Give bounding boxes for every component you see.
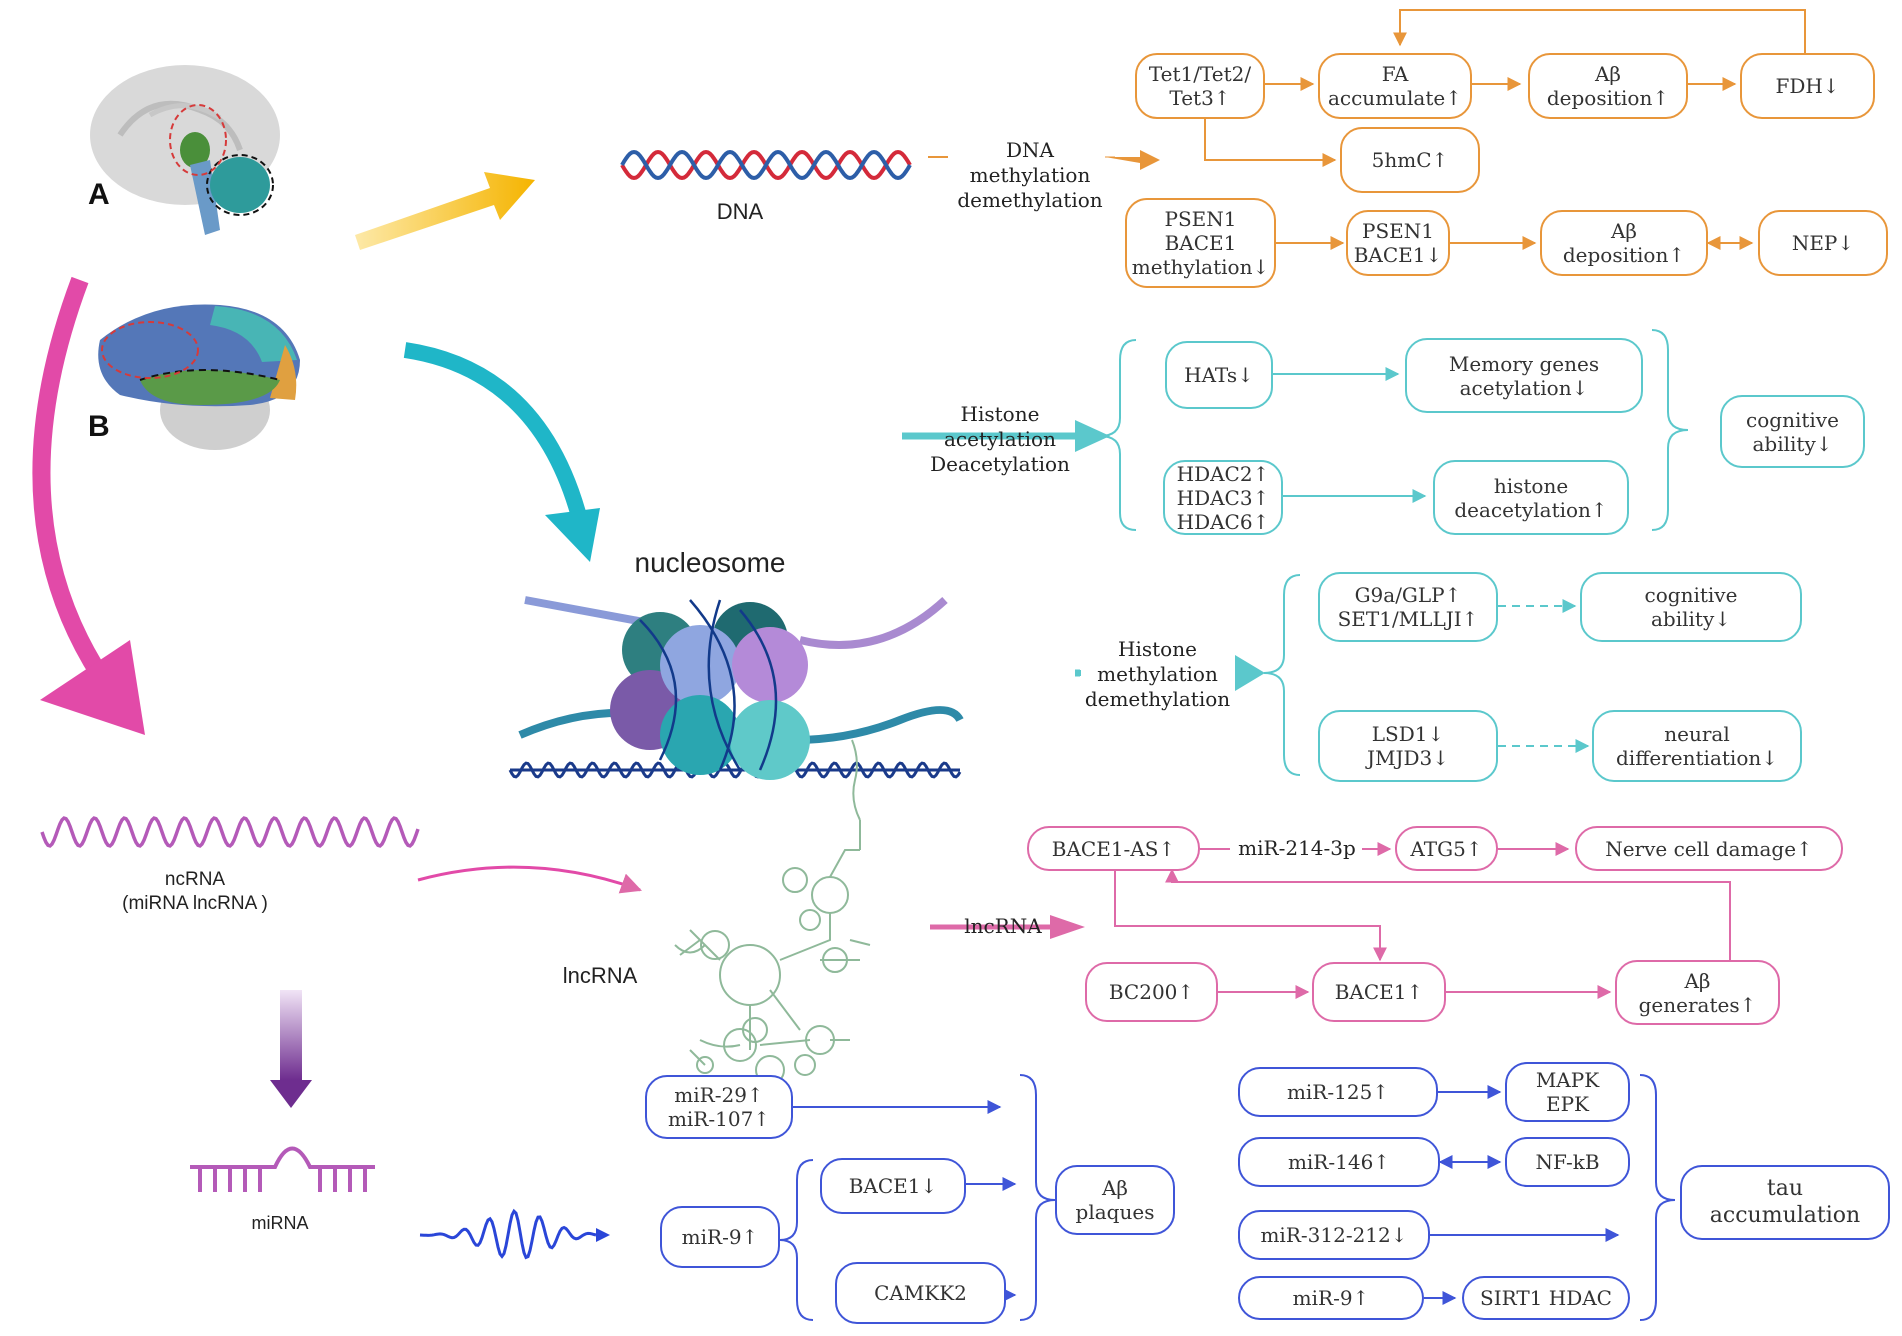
abeta-plaques-node: Aβ plaques	[1055, 1165, 1175, 1235]
hats-node: HATs↓	[1165, 341, 1273, 409]
lncrna-connectors	[930, 842, 1731, 999]
neural-differentiation-node: neural differentiation↓	[1592, 710, 1802, 782]
abeta-deposition-node-2: Aβ deposition↑	[1540, 210, 1708, 276]
camkk2-node: CAMKK2	[835, 1262, 1006, 1324]
purple-arrow-to-mirna	[270, 990, 312, 1108]
nucleosome-icon	[508, 596, 964, 780]
mir9-node-2: miR-9↑	[1238, 1276, 1424, 1320]
lncrna-structure-label: lncRNA	[562, 963, 638, 988]
brain-sagittal-icon	[90, 65, 280, 235]
histone-methylation-bullet	[1075, 670, 1081, 676]
yellow-arrow-to-dna	[355, 172, 535, 250]
abeta-generates-node: Aβ generates↑	[1615, 960, 1780, 1025]
fdh-node: FDH↓	[1740, 53, 1875, 119]
mir312-212-node: miR-312-212↓	[1238, 1210, 1430, 1260]
bace1-node: BACE1↑	[1312, 962, 1446, 1022]
dna-label: DNA	[716, 199, 764, 224]
mirna-tau-connectors	[1424, 1074, 1676, 1321]
dna-methylation-label: DNA methylation demethylation	[957, 138, 1103, 212]
g9a-glp-node: G9a/GLP↑ SET1/MLLJI↑	[1318, 572, 1498, 642]
ncrna-to-lncrna-arrow	[417, 865, 642, 894]
nerve-cell-damage-node: Nerve cell damage↑	[1575, 826, 1843, 871]
lncrna-structure-icon	[674, 739, 871, 1089]
dna-methylation-connectors	[928, 9, 1806, 250]
mir146-node: miR-146↑	[1238, 1137, 1440, 1187]
abeta-deposition-node-1: Aβ deposition↑	[1528, 53, 1688, 119]
nep-node: NEP↓	[1758, 210, 1888, 276]
atg5-node: ATG5↑	[1395, 826, 1498, 871]
ncrna-strand-icon	[40, 816, 420, 848]
mir29-mir107-node: miR-29↑ miR-107↑	[645, 1075, 793, 1139]
teal-arrow-to-nucleosome	[403, 342, 600, 562]
mirna-label: miRNA	[251, 1213, 309, 1233]
magenta-arrow-to-ncrna	[32, 276, 145, 735]
lsd1-jmjd3-node: LSD1↓ JMJD3↓	[1318, 710, 1498, 782]
bace1-as-node: BACE1-AS↑	[1027, 826, 1200, 871]
mapk-epk-node: MAPK EPK	[1505, 1062, 1630, 1122]
histone-acetylation-label: Histone acetylation Deacetylation	[930, 402, 1070, 476]
lncrna-arrowhead	[1050, 915, 1085, 939]
rna-wave-icon	[419, 1208, 610, 1260]
mir9-node-1: miR-9↑	[660, 1206, 780, 1268]
hdac-node: HDAC2↑ HDAC3↑ HDAC6↑	[1163, 460, 1283, 535]
bace1-down-node: BACE1↓	[820, 1158, 966, 1214]
memory-genes-node: Memory genes acetylation↓	[1405, 338, 1643, 413]
tet-node: Tet1/Tet2/ Tet3↑	[1135, 53, 1265, 119]
sirt1-hdac-node: SIRT1 HDAC	[1462, 1276, 1630, 1320]
5hmc-node: 5hmC↑	[1340, 127, 1480, 193]
tau-accumulation-node: tau accumulation	[1680, 1165, 1890, 1240]
cognitive-ability-node-1: cognitive ability↓	[1720, 395, 1865, 468]
fa-accumulate-node: FA accumulate↑	[1318, 53, 1472, 119]
histone-deacetylation-node: histone deacetylation↑	[1433, 460, 1629, 535]
cognitive-ability-node-2: cognitive ability↓	[1580, 572, 1802, 642]
panel-label-b: B	[88, 410, 110, 443]
psen1-bace1-node: PSEN1 BACE1↓	[1346, 210, 1450, 276]
nucleosome-label: nucleosome	[634, 547, 786, 578]
nfkb-node: NF-kB	[1505, 1137, 1630, 1187]
histone-methylation-label: Histone methylation demethylation	[1084, 637, 1231, 711]
brain-lateral-icon	[98, 304, 300, 450]
histone-methylation-arrowhead	[1235, 655, 1265, 691]
mir214-label: miR-214-3p	[1238, 836, 1356, 860]
dna-methylation-arrowhead	[1105, 150, 1160, 170]
bc200-node: BC200↑	[1085, 962, 1218, 1022]
lncrna-arrow-label: lncRNA	[964, 914, 1042, 938]
psen1-bace1-methylation-node: PSEN1 BACE1 methylation↓	[1125, 198, 1276, 288]
mir125-node: miR-125↑	[1238, 1067, 1438, 1117]
ncrna-label: ncRNA (miRNA lncRNA )	[122, 869, 268, 914]
histone-acetylation-arrowhead	[1075, 420, 1110, 452]
dna-double-helix-icon	[620, 149, 912, 181]
mirna-hairpin-icon	[190, 1146, 375, 1192]
panel-label-a: A	[88, 178, 110, 211]
